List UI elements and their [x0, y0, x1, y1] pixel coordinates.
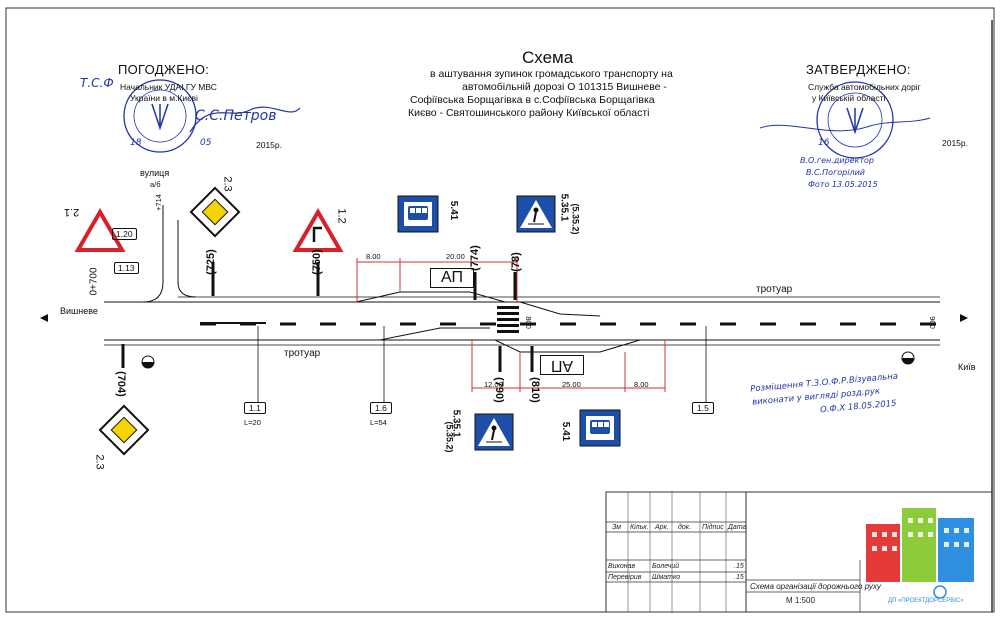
approval-line: України в м.Києві	[130, 93, 198, 103]
date-day: 16	[818, 138, 830, 148]
direction-label-kyiv: Київ	[958, 362, 976, 372]
title-block-header: Підпис	[702, 524, 724, 531]
dimension-label: 25.00	[562, 380, 581, 389]
street-surface-label: а/б	[150, 180, 161, 189]
marking-code-box: 1.6	[370, 402, 392, 414]
title-block-date: .15	[734, 563, 744, 570]
stamp-right-icon	[816, 81, 894, 159]
title-block-header: Арк.	[655, 524, 669, 531]
approval-heading: ЗАТВЕРДЖЕНО:	[806, 62, 911, 77]
give-way-sign-icon	[74, 208, 126, 252]
handwritten-line: В.С.Погорілий	[806, 168, 865, 177]
title-block-date: .15	[734, 574, 744, 581]
street-label: вулиця	[140, 168, 170, 178]
date-day: 18	[130, 138, 142, 148]
page-title: Схема	[522, 48, 574, 67]
subtitle-line: Києво - Святошинського району Київської …	[408, 107, 650, 119]
title-block-name: Болечий	[652, 563, 680, 570]
title-block-role: Перевірив	[608, 574, 642, 581]
marking-length: L=54	[370, 418, 387, 427]
main-road-sign-icon	[189, 186, 241, 238]
direction-label-vyshneve: Вишневе	[60, 306, 98, 316]
drawing-scale: М 1:500	[786, 596, 815, 605]
title-block-header: Зм	[612, 524, 622, 531]
title-block-header: Кільк.	[630, 524, 649, 531]
dimension-label: 8.00	[366, 252, 381, 261]
subtitle-line: в аштування зупинок громадського транспо…	[430, 68, 673, 80]
signature-right-icon	[759, 117, 931, 132]
date-year: 2015р.	[942, 138, 968, 148]
company-name: ДП «ПРОЕКТДОРСЕРВІС»	[888, 598, 964, 604]
marking-length: L=20	[244, 418, 261, 427]
approval-line: Служба автомобільних доріг	[808, 82, 921, 92]
handwritten-line: В.О.ген.директор	[800, 156, 874, 165]
title-block-name: Шматко	[652, 574, 681, 581]
signature-text: С.С.Петров	[195, 108, 277, 124]
marking-code-box: 1.1	[244, 402, 266, 414]
dimension-label: 12.00	[484, 380, 503, 389]
main-road-sign-icon	[98, 404, 150, 456]
company-logo-icon	[866, 508, 974, 599]
dimension-label: 8.00	[634, 380, 649, 389]
dangerous-turn-sign-icon	[292, 208, 344, 252]
approval-line: Начальник УДАІ ГУ МВС	[120, 82, 217, 92]
subtitle-line: автомобільній дорозі О 101315 Вишневе -	[462, 81, 667, 93]
pedestrian-crossing-sign-icon	[474, 413, 514, 451]
marking-code-box: 1.5	[692, 402, 714, 414]
title-block-header: док.	[678, 524, 692, 531]
bus-stop-marking: АП	[430, 268, 474, 288]
title-block-role: Виконав	[608, 563, 636, 570]
bus-stop-sign-icon	[579, 409, 621, 447]
dimension-label: 20.00	[446, 252, 465, 261]
pedestrian-crossing	[497, 306, 519, 333]
sidewalk-label: тротуар	[284, 348, 321, 359]
title-block-header: Дата	[728, 524, 747, 531]
handwritten-line: Фото 13.05.2015	[808, 180, 878, 189]
signature-left-icon	[189, 106, 301, 133]
drawing-title: Схема організації дорожнього руху	[750, 582, 881, 591]
marking-code-box: 1.20	[112, 228, 137, 240]
marking-code-box: 1.13	[114, 262, 139, 274]
approval-line: у Київській області	[812, 93, 886, 103]
sidewalk-label: тротуар	[756, 284, 793, 295]
date-month: 05	[200, 138, 212, 148]
approval-heading: ПОГОДЖЕНО:	[118, 62, 210, 77]
bus-stop-sign-icon	[397, 195, 439, 233]
date-year: 2015р.	[256, 140, 282, 150]
stamp-left-icon	[123, 79, 197, 153]
handwritten-note: Т.С.Ф	[80, 76, 114, 90]
subtitle-line: Софіївська Борщагівка в с.Софіївська Бор…	[410, 94, 655, 106]
pedestrian-crossing-sign-icon	[516, 195, 556, 233]
